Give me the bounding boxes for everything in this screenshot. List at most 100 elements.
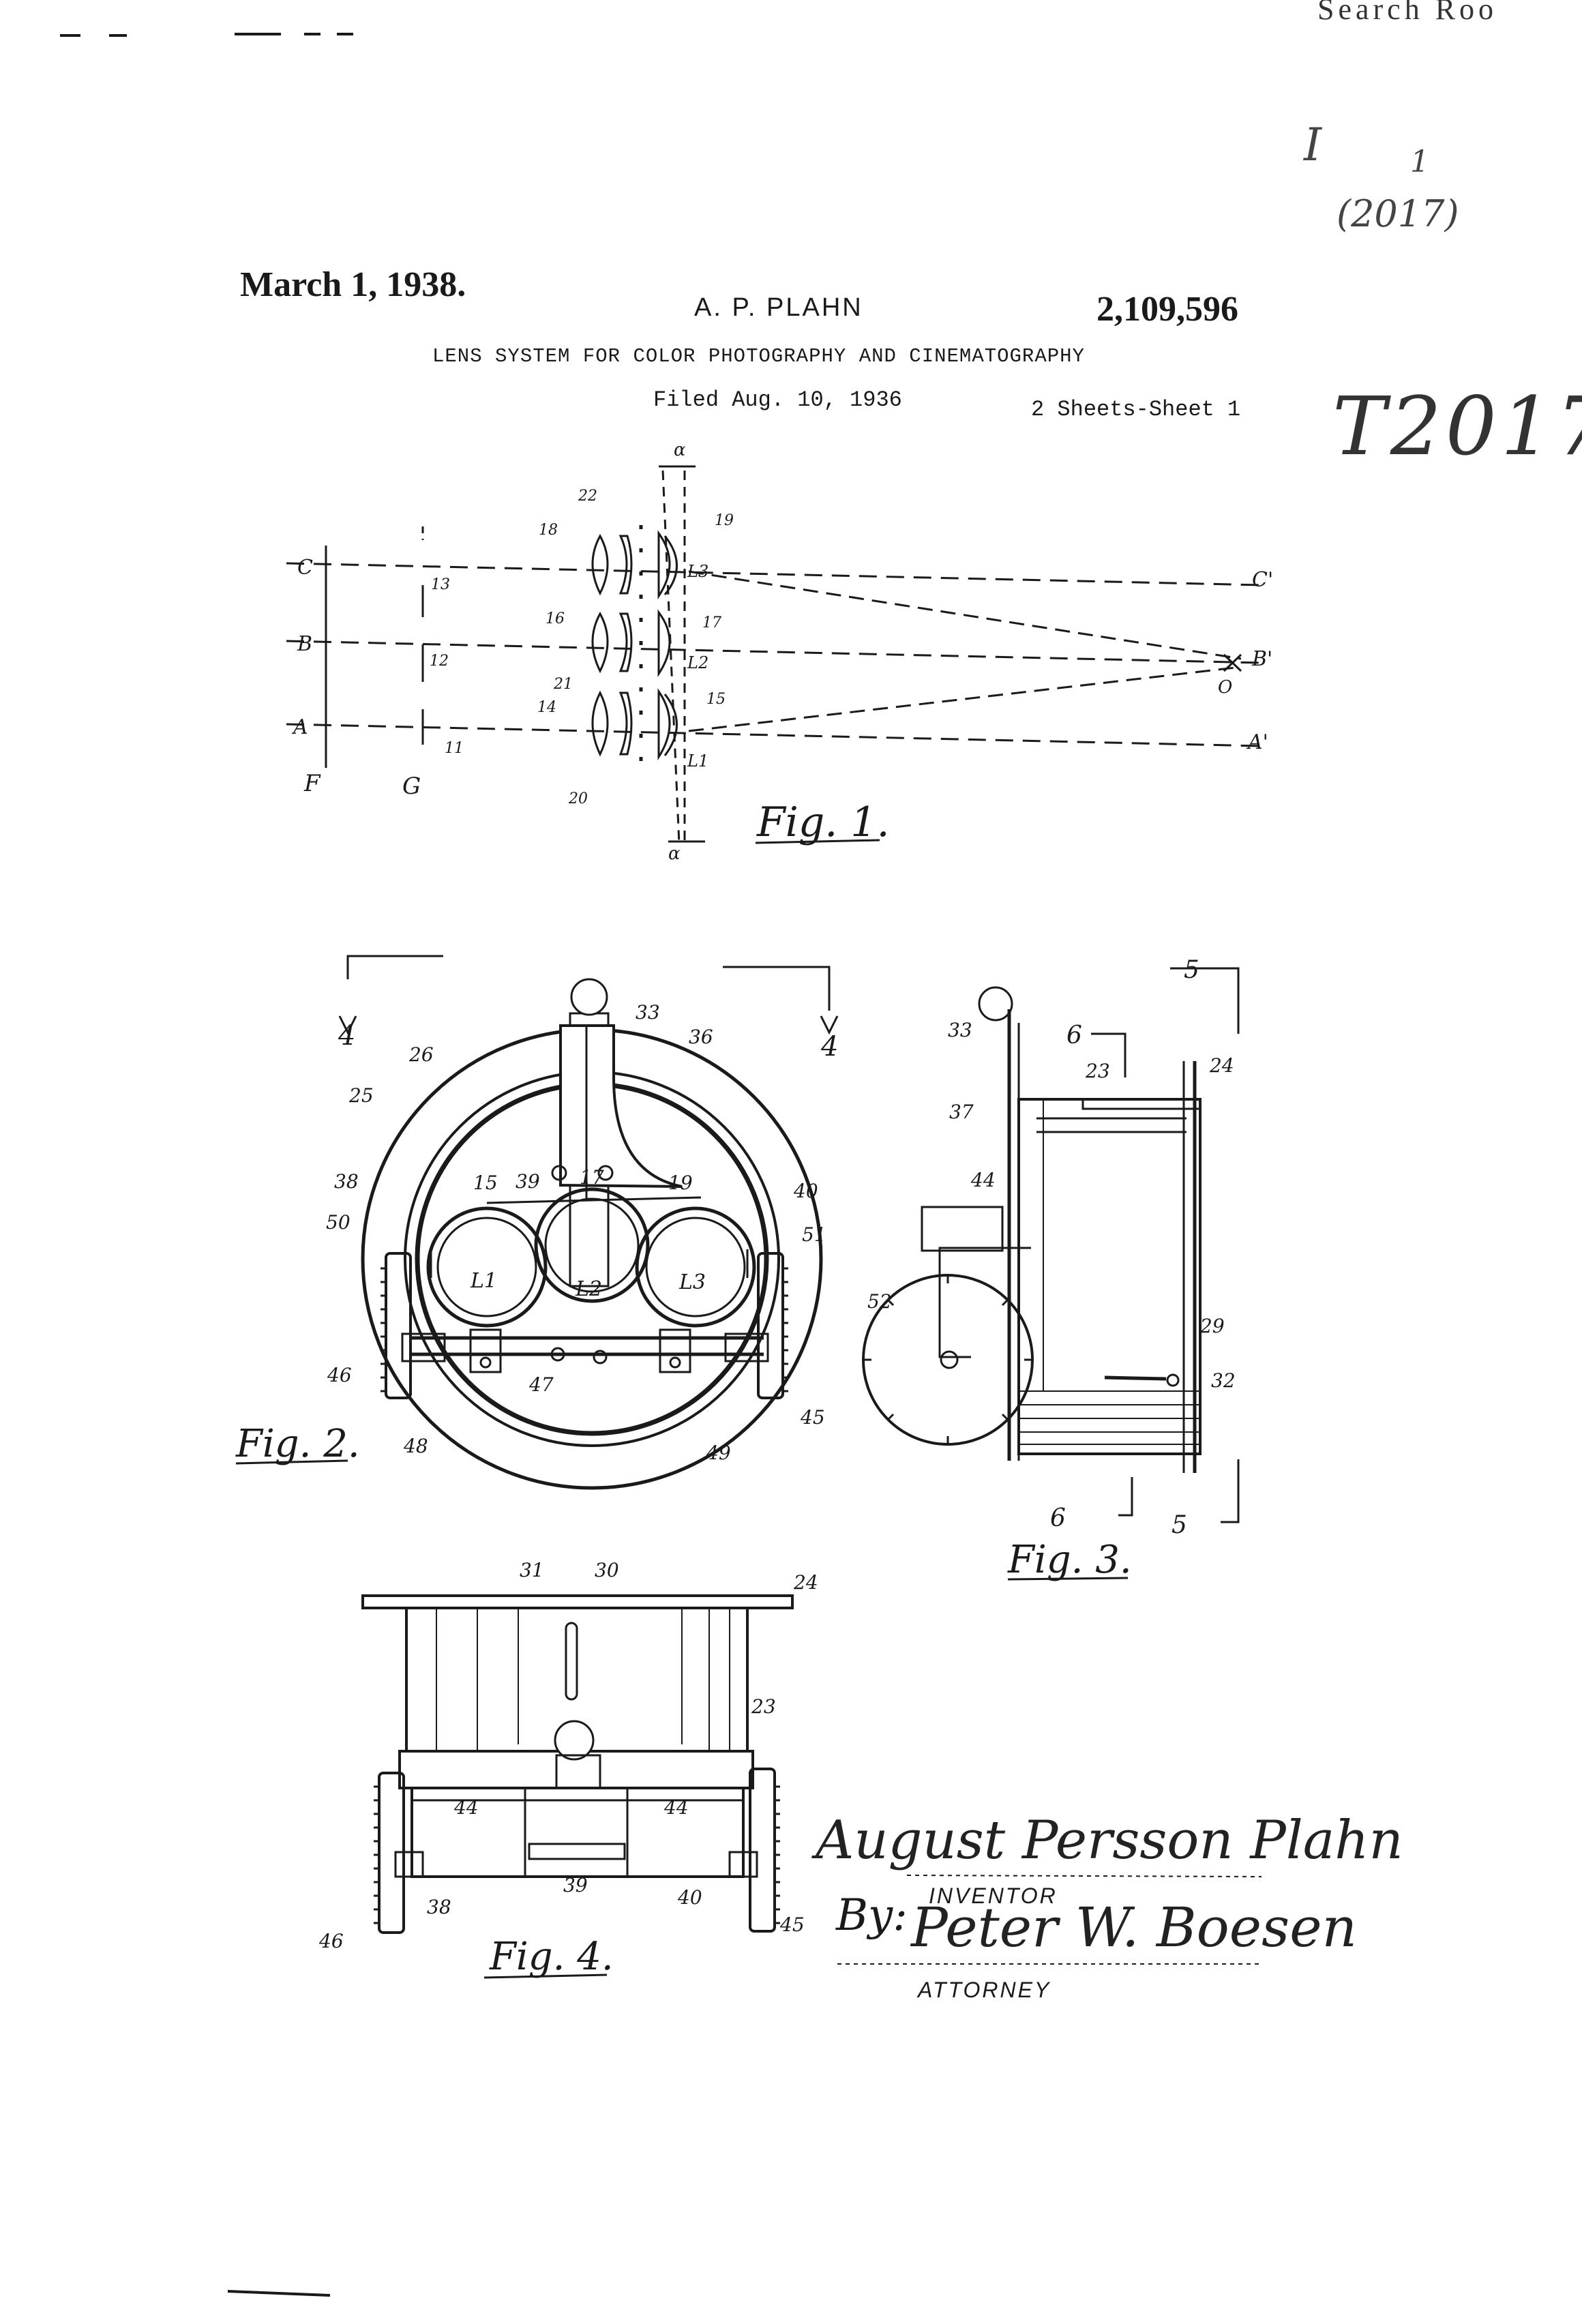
fig3-ref-23: 23 bbox=[1085, 1060, 1110, 1082]
fig1-ref-11: 11 bbox=[445, 740, 464, 757]
fig3-labels: 5 5 6 6 23 24 29 32 33 37 44 45 52 Fig. … bbox=[800, 956, 1236, 1582]
fig1-ref-21: 21 bbox=[553, 676, 573, 693]
fig3-ref-44: 44 bbox=[970, 1169, 996, 1191]
fig1-ref-15: 15 bbox=[706, 691, 726, 708]
fig2-section-right: 4 bbox=[820, 1031, 838, 1062]
fig4-caption: Fig. 4. bbox=[489, 1935, 614, 1979]
fig2-ref-46: 46 bbox=[327, 1364, 352, 1386]
fig1-lens-l1: L1 bbox=[687, 751, 708, 771]
fig1-label-b-prime: B' bbox=[1251, 647, 1272, 671]
fig3-ref-24: 24 bbox=[1209, 1054, 1234, 1077]
by-label: By: bbox=[836, 1890, 908, 1941]
fig2-lens-l3: L3 bbox=[678, 1270, 706, 1294]
fig1-label-a-prime: A' bbox=[1246, 730, 1268, 754]
fig1-ref-13: 13 bbox=[431, 576, 450, 593]
fig1-ref-19: 19 bbox=[715, 512, 734, 529]
fig4-ref-39: 39 bbox=[563, 1874, 588, 1896]
fig1-ref-12: 12 bbox=[430, 653, 449, 670]
fig1-label-f: F bbox=[303, 770, 321, 797]
fig3-ref-29: 29 bbox=[1199, 1315, 1225, 1337]
fig4-ref-45: 45 bbox=[779, 1913, 805, 1936]
fig1-lens-stack bbox=[591, 465, 705, 845]
fig2-ref-51: 51 bbox=[802, 1223, 826, 1246]
fig2-lens-l2: L2 bbox=[575, 1277, 602, 1301]
fig3-ref-33: 33 bbox=[948, 1019, 972, 1041]
fig3-ref-37: 37 bbox=[949, 1101, 974, 1123]
fig2-caption: Fig. 2. bbox=[235, 1422, 360, 1466]
fig4-ref-30: 30 bbox=[595, 1559, 619, 1581]
fig4-ref-23: 23 bbox=[751, 1695, 776, 1718]
fig3-section-6-top: 6 bbox=[1066, 1022, 1082, 1049]
handwritten-2017-large: T2017 bbox=[1332, 379, 1582, 473]
fig4-drawing bbox=[361, 1594, 794, 1934]
class-note: I bbox=[1304, 119, 1322, 171]
fig4-ref-24: 24 bbox=[793, 1571, 818, 1594]
patent-number: 2,109,596 bbox=[1096, 290, 1238, 329]
fig1-label-a: A bbox=[291, 715, 308, 739]
scan-edge-marks bbox=[60, 33, 353, 2297]
fig2-labels: 4 4 L1 L2 L3 15 17 19 25 26 33 36 38 39 … bbox=[235, 1001, 838, 1466]
fig1-label-c-prime: C' bbox=[1252, 568, 1273, 592]
fig4-ref-31: 31 bbox=[520, 1559, 544, 1581]
fig1-angle-top: α bbox=[674, 440, 686, 460]
fig1-drawing bbox=[286, 465, 1262, 845]
fig4-ref-38: 38 bbox=[427, 1896, 451, 1918]
fig3-ref-32: 32 bbox=[1211, 1369, 1236, 1392]
fig2-ref-50: 50 bbox=[326, 1211, 350, 1234]
inventor-signature: August Persson Plahn bbox=[816, 1810, 1403, 1871]
fig2-ref-38: 38 bbox=[334, 1170, 359, 1193]
fig4-ref-40: 40 bbox=[677, 1886, 702, 1909]
patent-date: March 1, 1938. bbox=[240, 265, 466, 304]
fig1-ref-18: 18 bbox=[539, 522, 558, 539]
fig2-ref-26: 26 bbox=[408, 1043, 434, 1066]
fig4-ref-44-left: 44 bbox=[453, 1796, 479, 1819]
fig3-section-5-top: 5 bbox=[1184, 956, 1199, 984]
sheet-count: 2 Sheets-Sheet 1 bbox=[1031, 397, 1241, 422]
fig2-ref-49: 49 bbox=[706, 1442, 731, 1464]
fig3-section-6-bottom: 6 bbox=[1050, 1504, 1066, 1532]
fig4-labels: 23 24 30 31 38 39 40 44 44 45 46 Fig. 4. bbox=[318, 1559, 818, 1979]
attorney-signature: Peter W. Boesen bbox=[911, 1896, 1358, 1959]
fig2-ref-19: 19 bbox=[668, 1172, 693, 1194]
fig2-ref-36: 36 bbox=[689, 1026, 713, 1048]
fig1-angle-bottom: α bbox=[668, 844, 681, 864]
fig1-ref-17: 17 bbox=[702, 614, 721, 631]
filed-date: Filed Aug. 10, 1936 bbox=[653, 387, 902, 413]
fig2-ref-25: 25 bbox=[348, 1084, 374, 1107]
fig2-ref-48: 48 bbox=[403, 1435, 428, 1457]
fig1-lens-l3: L3 bbox=[687, 562, 708, 581]
fig1-label-b: B bbox=[297, 632, 312, 656]
patent-title: LENS SYSTEM FOR COLOR PHOTOGRAPHY AND CI… bbox=[432, 345, 1085, 368]
fig1-label-g: G bbox=[402, 773, 421, 800]
fig4-ref-44-right: 44 bbox=[663, 1796, 689, 1819]
fig1-labels: C B A C' B' A' F G O L3 L2 L1 α α 11 12 … bbox=[291, 440, 1273, 864]
scan-header-text: Search Roo bbox=[1317, 0, 1498, 26]
handwritten-2017-small: (2017) bbox=[1337, 192, 1459, 235]
fig1-lens-l2: L2 bbox=[687, 653, 708, 672]
fig2-ref-39: 39 bbox=[516, 1170, 540, 1193]
class-sub-note: 1 bbox=[1410, 145, 1429, 179]
fig3-caption: Fig. 3. bbox=[1007, 1538, 1132, 1582]
inventor-name: A. P. PLAHN bbox=[694, 293, 863, 322]
fig4-ref-46: 46 bbox=[318, 1930, 344, 1952]
fig3-ref-45: 45 bbox=[800, 1406, 825, 1429]
fig3-section-5-bottom: 5 bbox=[1171, 1511, 1187, 1539]
fig3-ref-52: 52 bbox=[867, 1290, 892, 1313]
fig1-ref-20: 20 bbox=[568, 790, 588, 807]
fig1-label-o: O bbox=[1218, 677, 1232, 698]
fig3-drawing bbox=[862, 967, 1240, 1523]
fig1-ref-22: 22 bbox=[578, 488, 597, 505]
fig2-lens-l1: L1 bbox=[470, 1269, 497, 1293]
fig1-ref-16: 16 bbox=[546, 610, 565, 627]
attorney-label: ATTORNEY bbox=[918, 1978, 1051, 2002]
fig2-drawing bbox=[338, 955, 839, 1490]
fig2-ref-33: 33 bbox=[636, 1001, 660, 1024]
fig2-ref-40: 40 bbox=[793, 1180, 818, 1202]
fig2-ref-47: 47 bbox=[528, 1373, 554, 1396]
fig1-caption: Fig. 1. bbox=[756, 799, 890, 846]
fig1-ref-14: 14 bbox=[537, 699, 556, 716]
fig2-ref-15: 15 bbox=[473, 1172, 498, 1194]
fig2-section-left: 4 bbox=[338, 1020, 355, 1052]
inventor-label: INVENTOR bbox=[929, 1883, 1058, 1908]
